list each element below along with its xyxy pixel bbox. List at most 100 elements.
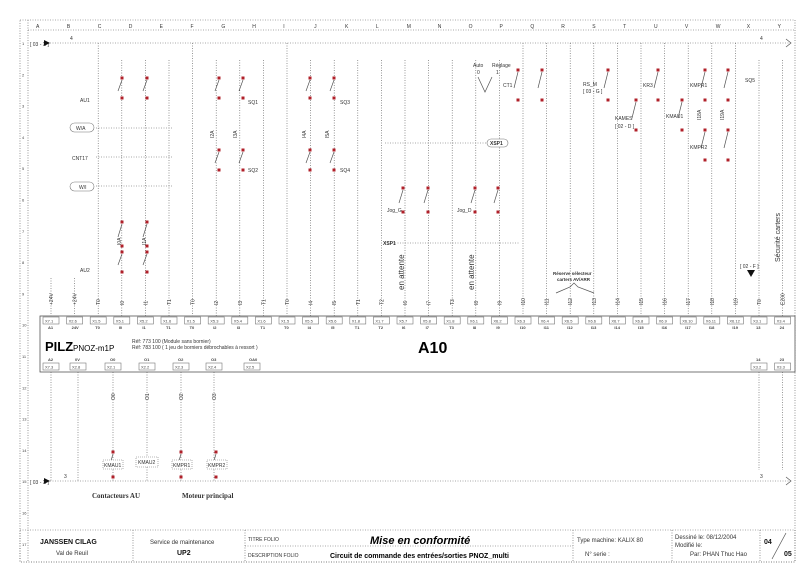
terminal-dot — [680, 98, 684, 102]
wire-label: I17 — [686, 298, 692, 305]
plc-brand: PILZ — [45, 339, 73, 354]
terminal-id: X5.4 — [234, 319, 243, 324]
terminal-id: X7.3 — [45, 365, 54, 370]
row-number: 5 — [22, 166, 25, 171]
row-number: 7 — [22, 229, 25, 234]
component-labels: AU1 AU2 W/A W/I CNT17 SQ1 SQ2 SQ3 SQ4 SQ… — [69, 63, 782, 294]
label-xsp1-tag: XSP1 — [490, 141, 503, 147]
terminal-dot — [120, 220, 124, 224]
label-kames: KAMES — [615, 116, 633, 122]
row-number: 13 — [22, 417, 27, 422]
terminal-id: X6.12 — [729, 319, 740, 324]
terminal-id: X1.5 — [281, 319, 290, 324]
terminal-id: X6.7 — [611, 319, 620, 324]
terminal-box — [42, 316, 60, 325]
contact-blade — [700, 131, 706, 149]
top-wire-number-right: 4 — [760, 36, 763, 42]
drawn-date: Dessiné le: 08/12/2004 — [675, 535, 737, 541]
wire-label: I15 — [639, 298, 645, 305]
terminal-id: X5.3 — [210, 319, 219, 324]
label-i1a: I1A — [142, 237, 148, 245]
label-moteur-principal: Moteur principal — [182, 492, 233, 500]
serial-number: N° serie : — [585, 552, 610, 558]
terminal-dot — [726, 158, 730, 162]
wire-label: T0 — [285, 299, 291, 305]
label-kames-ref[interactable]: [ 02 - D ] — [615, 124, 635, 130]
contact-blade — [214, 79, 220, 92]
terminal-pin: I8 — [473, 325, 477, 330]
terminal-dot — [145, 244, 149, 248]
label-wa: W/A — [76, 126, 86, 132]
label-securite-carters: Sécurité carters — [775, 212, 782, 262]
terminal-box — [750, 316, 768, 325]
terminal-id: X5.1 — [116, 319, 125, 324]
contact-blade — [329, 151, 335, 164]
terminal-dot — [656, 98, 660, 102]
terminal-box — [491, 316, 508, 325]
terminal-box — [231, 316, 249, 325]
terminal-id: X2.1 — [107, 365, 116, 370]
label-au2: AU2 — [80, 268, 90, 274]
modified-date: Modifié le: — [675, 543, 703, 549]
top-bus-ref: [ 03 - X ] — [30, 42, 50, 48]
column-letter: H — [252, 24, 256, 30]
wire-label: +24V — [73, 293, 79, 305]
wire-label: O3 — [212, 393, 218, 400]
terminal-pin: I14 — [614, 325, 620, 330]
plc-ref-1: Réf: 773 100 (Module sans bornier) — [132, 339, 211, 345]
label-sq5: SQ5 — [745, 78, 755, 84]
contact-blade — [398, 189, 404, 204]
bottom-bus-ref: [ 03 - X ] — [30, 480, 50, 486]
contact-blade — [142, 79, 148, 92]
company-name: JANSSEN CILAG — [40, 539, 97, 546]
label-ref-02f[interactable]: [ 02 - F ] — [740, 264, 759, 270]
column-letter: Q — [530, 24, 534, 30]
label-coil-kmpr1: KMPR1 — [173, 463, 190, 469]
terminal-box — [278, 316, 296, 325]
terminal-pin: I1 — [142, 325, 146, 330]
wi-reference[interactable] — [69, 181, 95, 192]
terminal-id: X2.6 — [69, 319, 78, 324]
terminal-box — [774, 362, 791, 371]
label-en-attente-1: en attente — [397, 254, 406, 290]
terminal-dot — [217, 168, 221, 172]
terminal-dot — [241, 96, 245, 100]
wire-label: I0 — [120, 301, 126, 305]
terminal-id: X2.4 — [208, 365, 217, 370]
terminal-dot — [120, 270, 124, 274]
terminal-dot — [120, 76, 124, 80]
row-number: 11 — [22, 354, 27, 359]
terminal-dot — [426, 186, 430, 190]
label-rs-m-ref[interactable]: [ 03 - G ] — [583, 89, 603, 95]
terminal-box — [255, 316, 272, 325]
terminal-box — [656, 316, 673, 325]
terminal-box — [727, 316, 744, 325]
terminal-id: X6.11 — [706, 319, 717, 324]
terminal-box — [443, 316, 461, 325]
terminal-dot — [308, 148, 312, 152]
bottom-wire-number: 3 — [64, 474, 67, 480]
terminal-dot — [145, 96, 149, 100]
terminal-dot — [703, 98, 707, 102]
description-folio-label: DESCRIPTION FOLIO — [248, 553, 299, 559]
label-i4a: I4A — [302, 130, 308, 138]
row-number: 12 — [22, 385, 27, 390]
row-number: 14 — [22, 448, 27, 453]
xsp1-reference[interactable] — [486, 138, 509, 148]
contact-blade — [329, 79, 335, 92]
terminal-pin: I17 — [685, 325, 691, 330]
label-i5a: I5A — [325, 130, 331, 138]
terminal-box — [467, 316, 485, 325]
output-coils: KMAU1 KMAU2 KMPR1 KMPR2 Contacteurs AU M… — [92, 456, 233, 500]
plc-module[interactable]: PILZ PNOZ-m1P Réf: 773 100 (Module sans … — [39, 315, 796, 373]
terminal-id: X1.8 — [446, 319, 455, 324]
terminal-id: X2.5 — [246, 365, 255, 370]
wire-label: I3 — [238, 301, 244, 305]
wa-reference[interactable] — [69, 122, 95, 133]
terminal-id: X1.8 — [352, 319, 361, 324]
terminal-dot — [726, 98, 730, 102]
terminal-box — [585, 316, 603, 325]
